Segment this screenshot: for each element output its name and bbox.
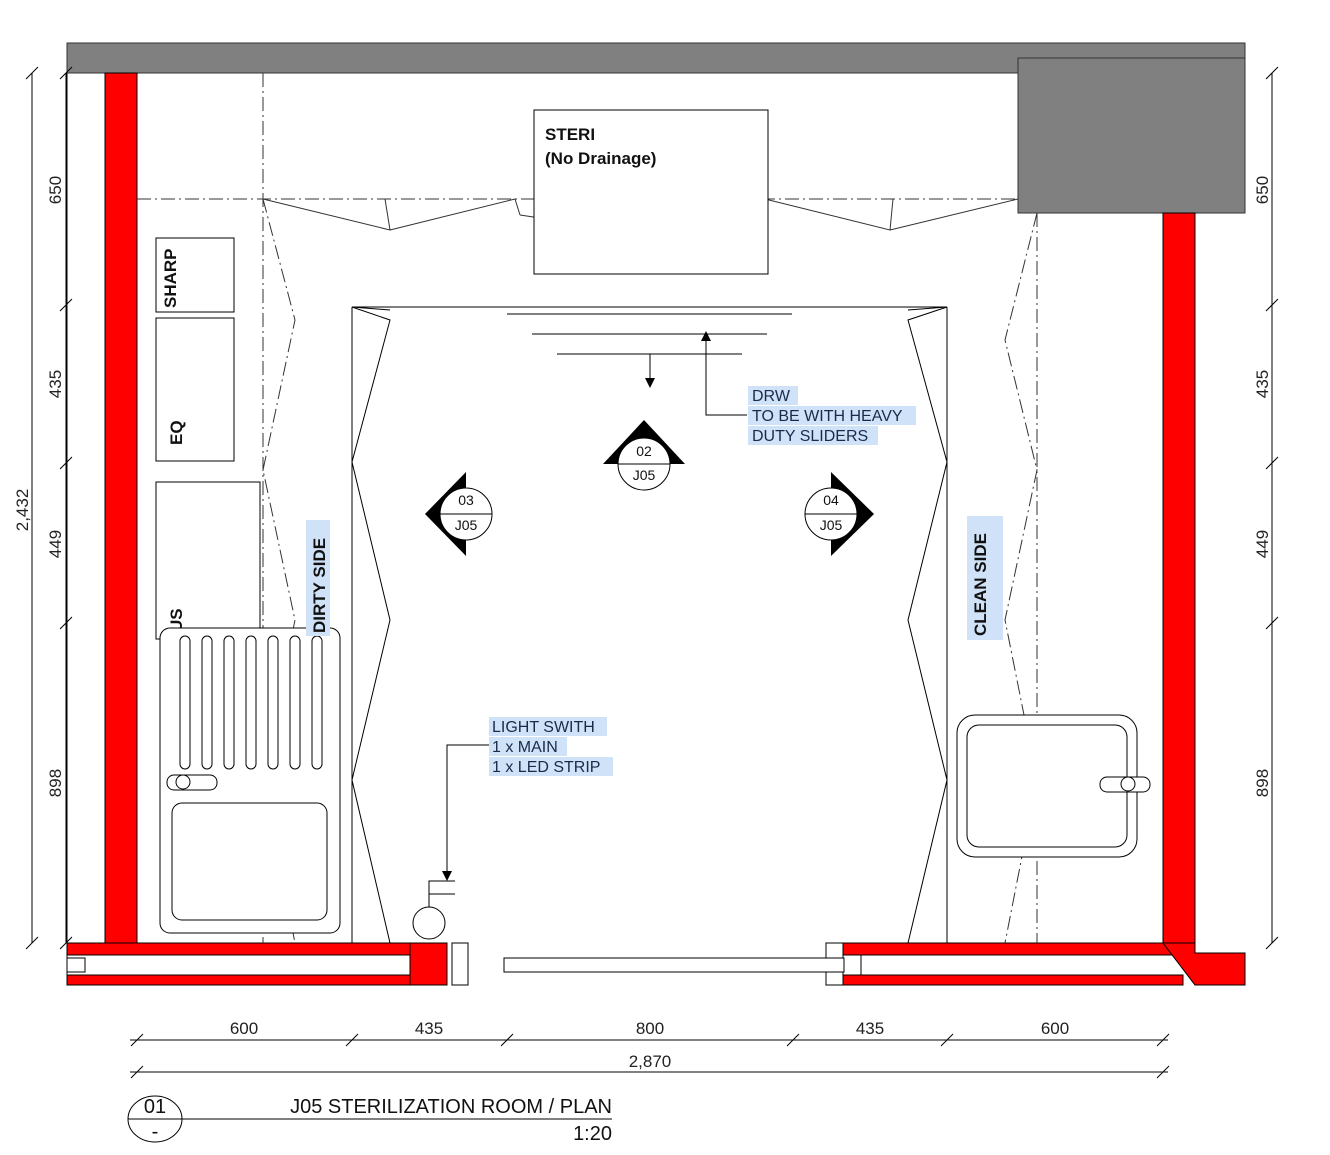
section-marker-04-num: 04 (823, 492, 839, 508)
room-outline (66, 73, 1163, 985)
steri-label-1: STERI (545, 125, 595, 144)
light-note: LIGHT SWITH 1 x MAIN 1 x LED STRIP (489, 717, 613, 776)
dim-bottom-3: 800 (636, 1019, 664, 1038)
steri-label-2: (No Drainage) (545, 149, 656, 168)
clean-side-label: CLEAN SIDE (971, 533, 990, 636)
drawing-scale: 1:20 (573, 1123, 612, 1145)
dim-right-4: 898 (1253, 769, 1272, 797)
us-box (155, 481, 261, 640)
dim-bottom-5: 600 (1041, 1019, 1069, 1038)
sharp-label: SHARP (161, 248, 180, 308)
dim-bottom-2: 435 (415, 1019, 443, 1038)
us-label: US (167, 608, 186, 632)
dimension-lines-left (25, 66, 73, 950)
light-switch-symbol (412, 880, 455, 940)
title-number: 01 (144, 1096, 166, 1118)
drw-note-line1: DRW (752, 388, 791, 405)
dimension-lines-bottom (130, 1033, 1170, 1079)
dim-left-1: 650 (46, 176, 65, 204)
section-marker-04: 04 J05 (804, 472, 874, 556)
light-note-line1: LIGHT SWITH (492, 719, 595, 736)
dim-left-3: 449 (46, 530, 65, 558)
walls (66, 72, 1246, 986)
dirty-side-label: DIRTY SIDE (310, 538, 329, 633)
eq-label: EQ (167, 420, 186, 445)
drw-note-line3: DUTY SLIDERS (752, 428, 868, 445)
section-marker-02-ref: J05 (633, 467, 656, 483)
dim-right-2: 435 (1253, 370, 1272, 398)
title-sheet: - (152, 1121, 159, 1143)
title-block: 01 - J05 STERILIZATION ROOM / PLAN 1:20 (127, 1095, 612, 1145)
section-marker-03-num: 03 (458, 492, 474, 508)
dim-left-2: 435 (46, 370, 65, 398)
section-marker-03: 03 J05 (425, 472, 493, 556)
wall-openings (66, 942, 862, 986)
center-cabinets (351, 306, 948, 944)
clean-side-highlight (967, 516, 1003, 640)
section-marker-02-num: 02 (636, 443, 652, 459)
column-block (1017, 57, 1246, 214)
section-marker-02: 02 J05 (603, 420, 685, 491)
eq-box (155, 317, 235, 462)
dim-left-4: 898 (46, 769, 65, 797)
drawing-title: J05 STERILIZATION ROOM / PLAN (290, 1096, 612, 1118)
light-note-line2: 1 x MAIN (492, 739, 558, 756)
section-marker-04-ref: J05 (820, 517, 843, 533)
dim-bottom-total: 2,870 (629, 1052, 672, 1071)
drw-leader (701, 331, 747, 416)
dim-bottom-1: 600 (230, 1019, 258, 1038)
light-note-line3: 1 x LED STRIP (492, 759, 600, 776)
dim-right-3: 449 (1253, 530, 1272, 558)
dimension-lines-right (1265, 66, 1279, 950)
dim-bottom-4: 435 (856, 1019, 884, 1038)
dirty-sink (159, 627, 341, 934)
section-marker-03-ref: J05 (455, 517, 478, 533)
dirty-side-highlight (306, 520, 330, 636)
steri-unit (533, 109, 769, 275)
drw-note: DRW TO BE WITH HEAVY DUTY SLIDERS (748, 386, 916, 445)
sharp-box (155, 237, 235, 313)
dim-right-1: 650 (1253, 176, 1272, 204)
drw-note-line2: TO BE WITH HEAVY (752, 408, 903, 425)
light-switch-leader (442, 744, 490, 881)
clean-sink (956, 714, 1151, 858)
dim-left-total: 2,432 (13, 489, 32, 532)
